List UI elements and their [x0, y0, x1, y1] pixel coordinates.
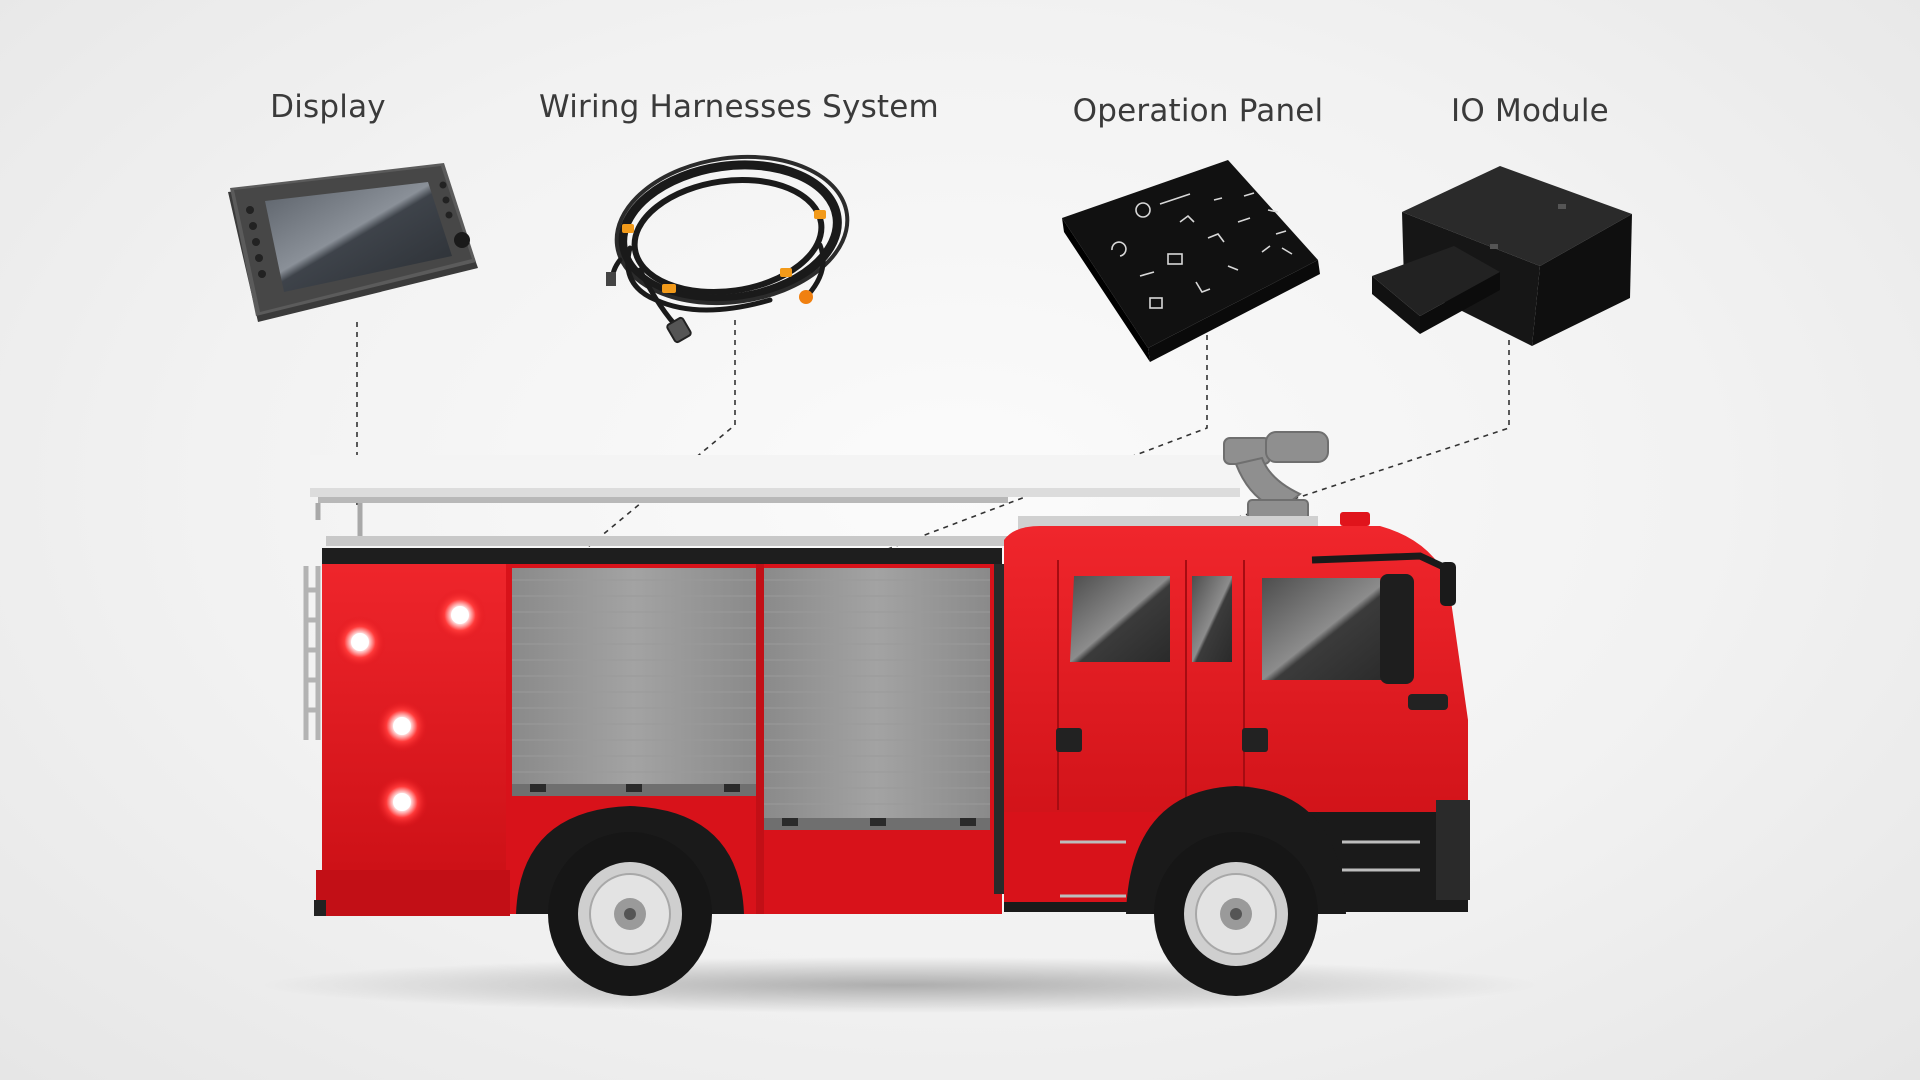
rear-warning-lamps	[334, 589, 486, 828]
wiring-harness-icon	[606, 154, 850, 344]
io-module-label: IO Module	[1451, 93, 1609, 129]
display-label: Display	[270, 89, 386, 125]
fire-truck-icon	[260, 431, 1540, 1013]
rear-wheel	[548, 832, 712, 996]
display-icon	[228, 163, 478, 322]
harness-connectors	[622, 210, 826, 304]
wiring-connector-line	[511, 320, 736, 611]
operation-panel-label: Operation Panel	[1072, 93, 1324, 129]
operation-panel-icon	[1062, 160, 1320, 362]
front-wheel	[1154, 832, 1318, 996]
wiring-harness-label: Wiring Harnesses System	[539, 89, 939, 125]
io-module-icon	[1372, 166, 1632, 346]
